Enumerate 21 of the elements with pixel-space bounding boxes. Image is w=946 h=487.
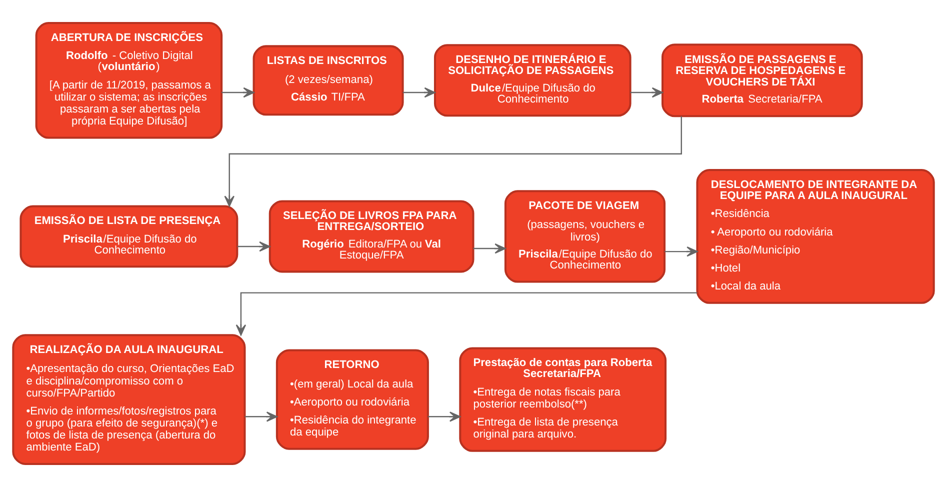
node-box: SELEÇÃO DE LIVROS FPA PARA ENTREGA/SORTEIO Rogério Editora/FPA ou Val Estoque/FPA bbox=[268, 200, 474, 273]
arrow bbox=[472, 243, 506, 254]
node-box: Prestação de contas para Roberta Secretaria/FPA •Entrega de notas fiscais para posterior reembolso(**) •Entrega de lista de presença original para arquivo. bbox=[458, 347, 666, 452]
node-box: REALIZAÇÃO DA AULA INAUGURAL •Apresentação do curso, Orientações EaD e disciplina/compromisso com o curso/FPA/Partido •Envio de informes/fotos/registros para o grupo (para efeito de segurança)(*) e fotos de lista de presença (abertura do ambiente EaD) bbox=[12, 334, 246, 465]
arrow bbox=[402, 87, 435, 98]
node-box: PACOTE DE VIAGEM (passagens, vouchers e livros) Priscila/Equipe Difusão do Conhecimento bbox=[504, 190, 666, 283]
node-box: EMISSÃO DE PASSAGENS E RESERVA DE HOSPEDAGENS E VOUCHERS DE TÁXI Roberta Secretaria/FPA bbox=[661, 44, 862, 118]
arrow bbox=[235, 292, 697, 336]
arrow bbox=[664, 246, 698, 257]
arrow bbox=[244, 412, 277, 422]
node-box: DESLOCAMENTO DE INTEGRANTE DA EQUIPE PARA A AULA INAUGURAL •Residência • Aeroporto ou rodoviária •Região/Município •Hotel •Local da aula bbox=[696, 169, 934, 304]
arrow bbox=[224, 116, 682, 207]
node-box: EMISSÃO DE LISTA DE PRESENÇA Priscila/Equipe Difusão do Conhecimento bbox=[19, 205, 238, 268]
arrow bbox=[221, 87, 254, 98]
arrow bbox=[236, 241, 270, 252]
node-box: ABERTURA DE INSCRIÇÕES Rodolfo - Coletivo Digital (voluntário) [A partir de 11/2019, passamos a utilizar o sistema; as inscrições passaram a ser abertas pela própria Equipe Difusão] bbox=[34, 22, 222, 139]
arrow bbox=[630, 87, 662, 98]
node-box: LISTAS DE INSCRITOS (2 vezes/semana) Cássio TI/FPA bbox=[252, 45, 404, 116]
node-box: DESENHO DE ITINERÁRIO E SOLICITAÇÃO DE PASSAGENS Dulce/Equipe Difusão do Conhecimento bbox=[433, 44, 631, 117]
arrow bbox=[428, 412, 460, 422]
node-box: RETORNO •(em geral) Local da aula •Aeroporto ou rodoviária •Residência do integrante da equipe bbox=[275, 349, 428, 450]
